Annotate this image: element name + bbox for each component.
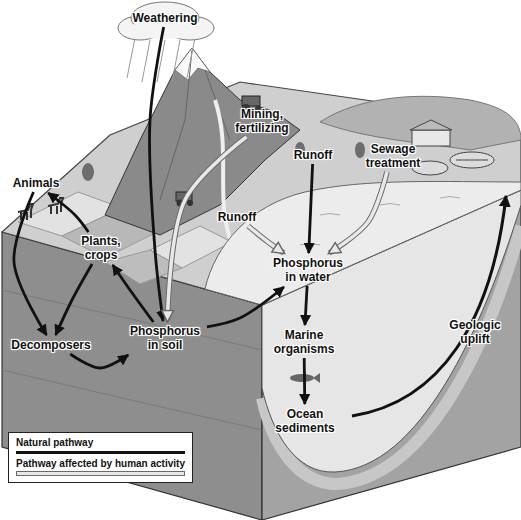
stage-label: Phosphorus in soil [125,324,205,352]
natural-pathway-line [113,265,154,322]
hills [320,96,521,150]
stage-label: Marine organisms [268,328,340,356]
cycle-stage: Sewage treatment [360,142,426,170]
legend-line [17,472,184,475]
land-surface [2,82,521,305]
cycle-pathway [309,164,313,253]
treatment-tank [450,152,494,168]
cloud [118,2,214,40]
human-pathway-line [248,226,284,253]
tree [355,142,365,158]
cycle-pathway [329,172,387,253]
cycle-pathway [48,193,88,232]
fish-tail [313,373,320,383]
cycle-pathway [70,354,128,368]
cycle-pathway [56,264,92,335]
stage-label: Ocean sediments [269,407,341,435]
cycle-stage: Phosphorus in water [268,256,348,284]
stage-label: Sewage treatment [360,142,426,170]
tank-arm [456,160,488,161]
legend-line-sample [16,449,185,456]
cycle-stage: Ocean sediments [269,407,341,435]
cycle-stage: Runoff [212,210,262,224]
cycle-stage: Weathering [125,11,205,25]
legend-box: Natural pathwayPathway affected by human… [8,432,193,483]
legend-entry: Pathway affected by human activity [16,458,185,477]
stage-label: Plants, crops [74,234,128,262]
natural-pathway-line [14,192,47,335]
sewage-roof [410,120,452,130]
cycle-stage: Mining, fertilizing [226,107,298,135]
cycle-pathway [248,226,284,253]
stage-label: Decomposers [6,338,96,352]
cycle-stage: Animals [6,176,66,190]
cycle-pathway [207,287,284,327]
legend-entry: Natural pathway [16,437,185,456]
cycle-pathway [149,27,163,321]
cycle-stage: Decomposers [6,338,96,352]
natural-pathway-line [56,264,92,335]
natural-pathway-line [48,193,88,232]
natural-pathway-line [149,27,163,321]
tree [82,163,94,181]
stage-label: Runoff [288,148,338,162]
human-pathway-line [167,137,246,321]
natural-pathway-line [207,287,284,327]
uplift-arrow [352,196,506,416]
animal-silhouette [48,198,63,214]
cycle-pathway [167,137,246,321]
stage-label: Mining, fertilizing [226,107,298,135]
sewage-building [412,130,450,146]
natural-pathway-line [70,354,128,368]
soil-stratum [2,370,262,430]
cycle-pathway [113,265,154,322]
legend-line-outline [16,471,185,476]
cycle-stage: Phosphorus in soil [125,324,205,352]
pathway-outline [248,226,284,253]
natural-pathway-line [309,164,313,253]
fish [290,374,314,382]
cycle-pathway [14,192,47,335]
stage-label: Runoff [212,210,262,224]
legend-line-sample [16,470,185,477]
human-pathway-line [329,172,387,253]
cycle-stage: Plants, crops [74,234,128,262]
legend-line [16,451,185,454]
natural-pathway-line [305,286,307,325]
cycle-pathway [305,286,307,325]
tractor-wheel [187,200,193,206]
legend-text: Pathway affected by human activity [16,458,185,469]
pathway-outline [167,137,246,321]
stage-label: Animals [6,176,66,190]
sea-surface [205,181,521,305]
stage-label: Weathering [125,11,205,25]
cycle-stage: Marine organisms [268,328,340,356]
legend-row: Natural pathway [16,437,185,449]
cycle-pathway [304,358,306,404]
pathway-outline [329,172,387,253]
process-label: Geologic uplift [445,318,505,346]
water-ripples [300,197,460,246]
legend-text: Natural pathway [16,437,93,448]
cycle-stage: Runoff [288,148,338,162]
legend-row: Pathway affected by human activity [16,458,185,470]
natural-pathway-line [303,358,306,404]
stage-label: Phosphorus in water [268,256,348,284]
